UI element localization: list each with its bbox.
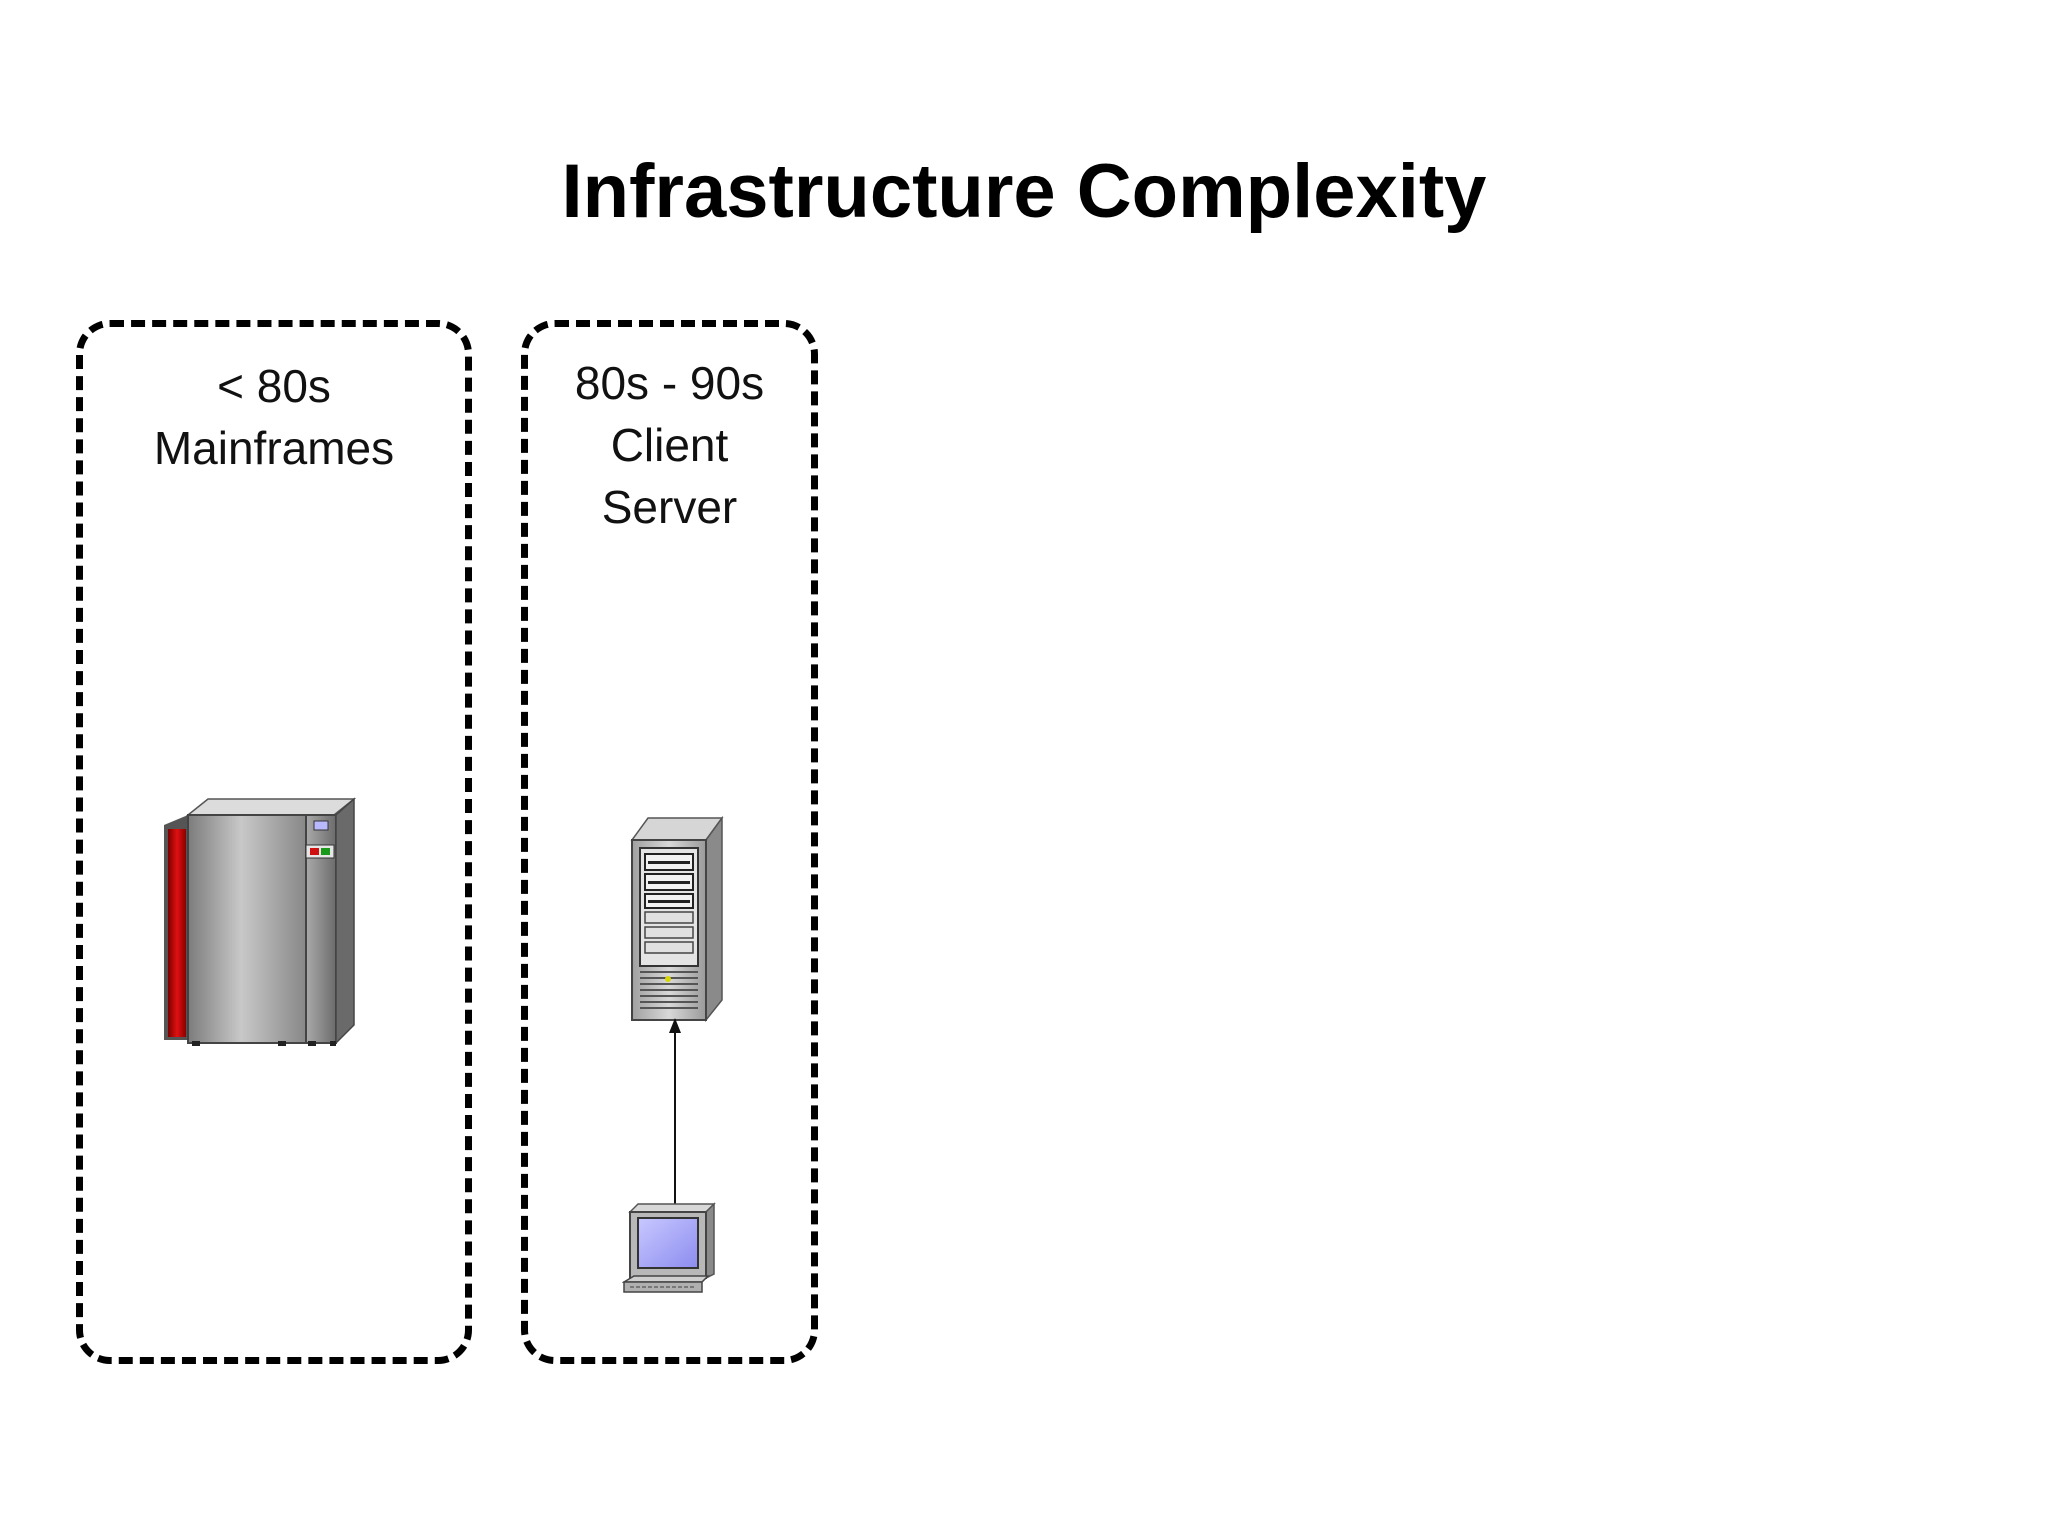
era-name-line: Client bbox=[610, 419, 729, 471]
connection-arrow bbox=[669, 1018, 681, 1218]
mainframe-icon bbox=[164, 797, 357, 1046]
era-name-line: Mainframes bbox=[153, 422, 395, 474]
era-period: < 80s bbox=[217, 360, 331, 412]
era-box-client-server: 80s - 90s Client Server bbox=[521, 320, 818, 1364]
server-tower-icon bbox=[630, 815, 724, 1023]
era-label-client-server: 80s - 90s Client Server bbox=[528, 352, 811, 538]
era-label-mainframes: < 80s Mainframes bbox=[83, 355, 465, 479]
era-period: 80s - 90s bbox=[574, 357, 765, 409]
era-name-line: Server bbox=[601, 481, 738, 533]
client-computer-icon bbox=[622, 1202, 716, 1293]
era-box-mainframes: < 80s Mainframes bbox=[76, 320, 472, 1364]
slide-title: Infrastructure Complexity bbox=[561, 149, 1487, 234]
